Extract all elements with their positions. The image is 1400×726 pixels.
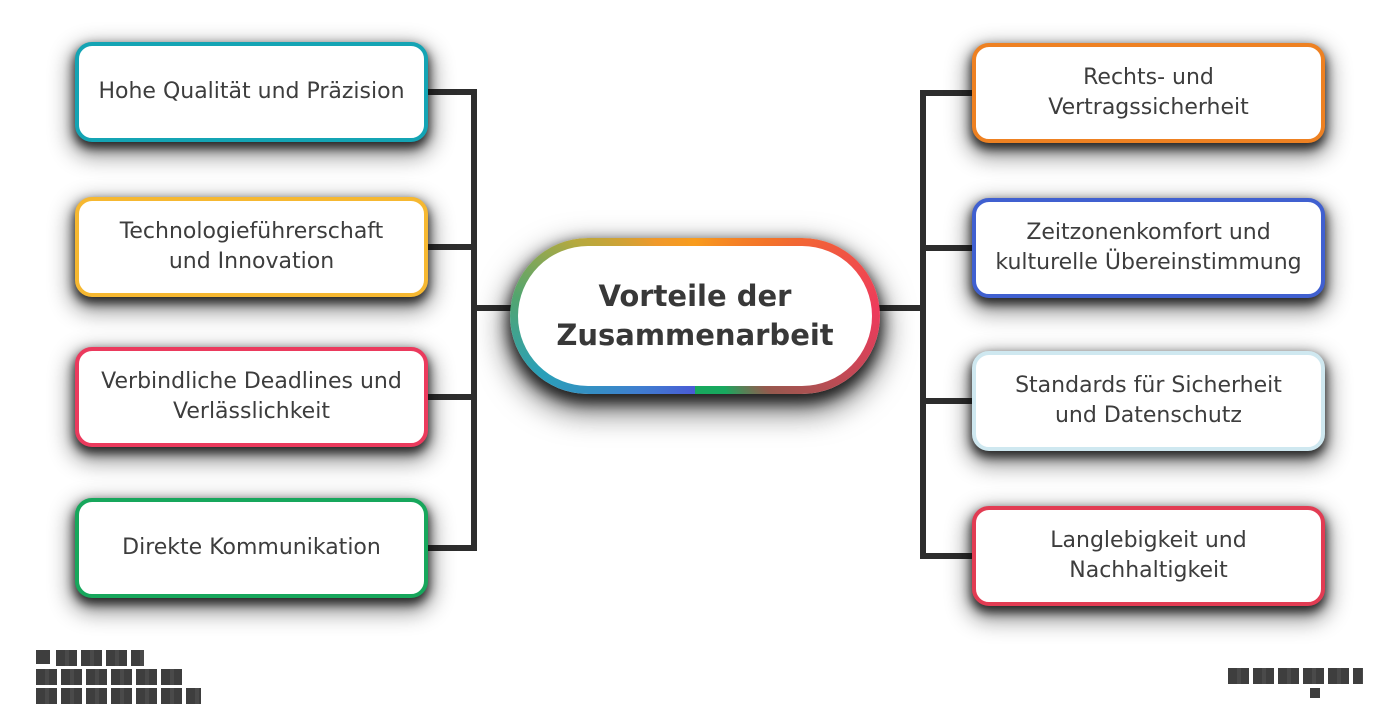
watermark-pixel-block [36, 650, 50, 664]
branch-label: Langlebigkeit und Nachhaltigkeit [1050, 528, 1247, 583]
connector-left-trunk [471, 89, 477, 551]
watermark-pixel-block [1310, 688, 1320, 698]
branch-node-timezone: Zeitzonenkomfort und kulturelle Übereins… [972, 198, 1325, 298]
central-topic-label: Vorteile der Zusammenarbeit [556, 279, 834, 352]
connector-right-stub-3 [920, 398, 972, 404]
connector-left-stub-3 [426, 394, 474, 400]
branch-label: Technologieführerschaft und Innovation [119, 219, 384, 274]
branch-node-quality: Hohe Qualität und Präzision [75, 42, 428, 142]
connector-left-stub-2 [426, 244, 474, 250]
branch-label: Zeitzonenkomfort und kulturelle Übereins… [995, 220, 1302, 275]
connector-right-stub-4 [920, 553, 972, 559]
branch-label: Direkte Kommunikation [122, 535, 381, 560]
branch-node-technology: Technologieführerschaft und Innovation [75, 197, 428, 297]
branch-node-communication: Direkte Kommunikation [75, 498, 428, 598]
branch-node-security: Standards für Sicherheit und Datenschutz [972, 351, 1325, 451]
brand-watermark-left [34, 648, 204, 706]
brand-watermark-right [1228, 664, 1366, 704]
connector-right-trunk [920, 90, 926, 559]
watermark-pixel-row [36, 669, 186, 685]
branch-label: Hohe Qualität und Präzision [98, 79, 405, 104]
central-topic-node: Vorteile der Zusammenarbeit [518, 246, 872, 386]
connector-left-main [472, 305, 514, 311]
branch-label: Standards für Sicherheit und Datenschutz [1015, 373, 1282, 428]
branch-node-sustainability: Langlebigkeit und Nachhaltigkeit [972, 506, 1325, 606]
connector-right-main [878, 305, 924, 311]
watermark-pixel-row [1228, 668, 1363, 684]
watermark-pixel-row [36, 688, 201, 704]
connector-right-stub-2 [920, 245, 972, 251]
branch-label: Rechts- und Vertragssicherheit [1048, 65, 1249, 120]
branch-label: Verbindliche Deadlines und Verlässlichke… [101, 369, 402, 424]
branch-node-deadlines: Verbindliche Deadlines und Verlässlichke… [75, 347, 428, 447]
central-topic-ring: Vorteile der Zusammenarbeit [510, 238, 880, 394]
connector-right-stub-1 [920, 90, 972, 96]
connector-left-stub-1 [426, 89, 474, 95]
branch-node-legal: Rechts- und Vertragssicherheit [972, 43, 1325, 143]
watermark-pixel-row [56, 650, 144, 666]
connector-left-stub-4 [426, 545, 474, 551]
